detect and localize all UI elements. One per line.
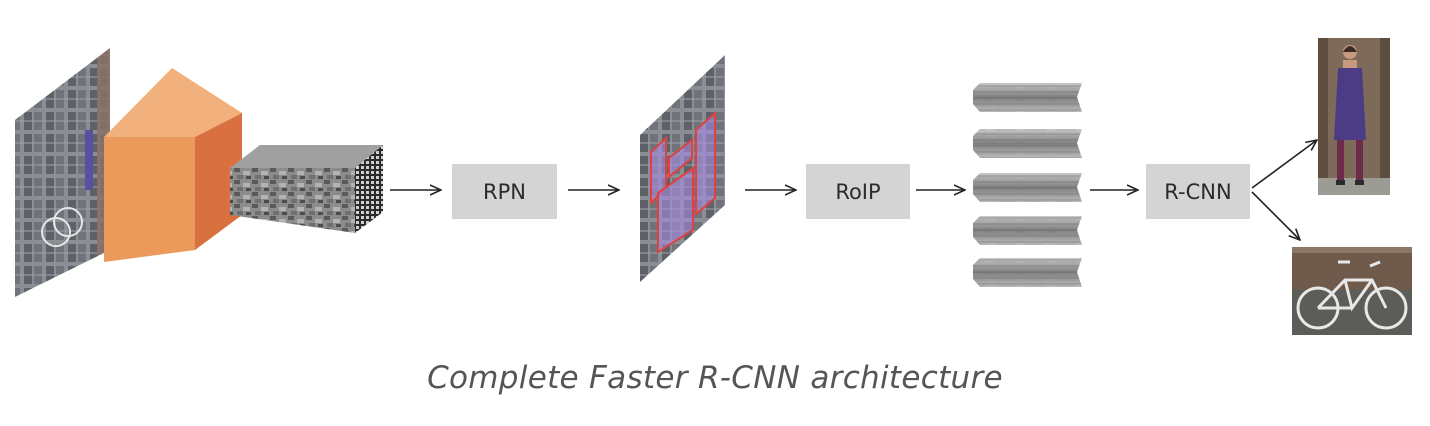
roip-label: RoIP (835, 179, 881, 204)
roi-feature-1 (973, 83, 1082, 112)
arrow-rcnn-to-person (1251, 140, 1317, 189)
roip-box: RoIP (806, 164, 910, 219)
roi-feature-2 (973, 129, 1082, 158)
diagram-caption: Complete Faster R-CNN architecture (427, 360, 1003, 396)
bicycle-crop (1292, 247, 1412, 335)
rcnn-box: R-CNN (1146, 164, 1250, 219)
roi-feature-5 (973, 258, 1082, 287)
rpn-box: RPN (452, 164, 557, 219)
roi-feature-3 (973, 173, 1082, 202)
person-crop (1318, 38, 1390, 195)
input-image (15, 48, 110, 297)
roi-feature-4 (973, 216, 1082, 245)
roi-feature-stack (973, 83, 1082, 287)
conv-backbone-block (104, 68, 242, 262)
proposals-image (640, 55, 725, 282)
feature-map-block (230, 145, 383, 233)
rcnn-label: R-CNN (1164, 179, 1232, 204)
arrow-rcnn-to-bicycle (1251, 191, 1300, 240)
rpn-label: RPN (483, 179, 526, 204)
